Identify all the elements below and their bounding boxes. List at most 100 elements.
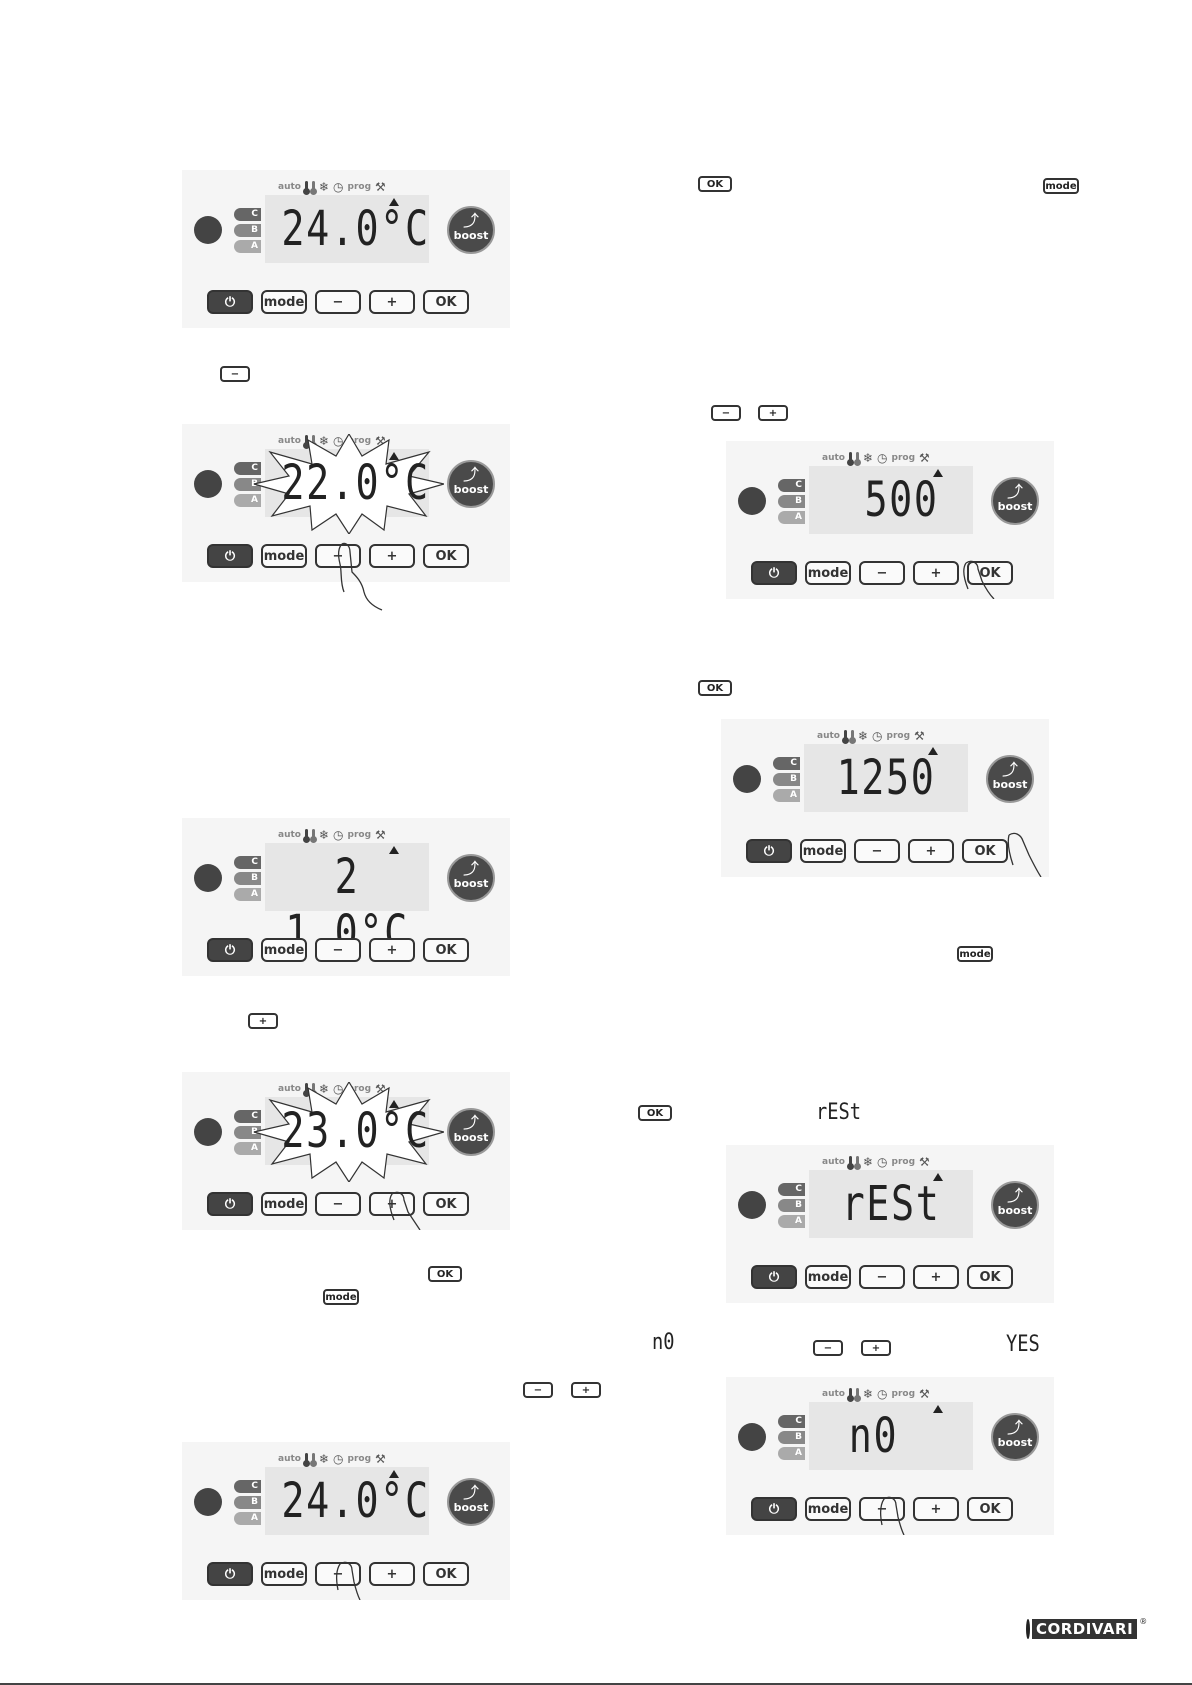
power-button[interactable]: ⏻: [751, 1497, 797, 1521]
boost-button[interactable]: ⤴ boost: [447, 206, 495, 254]
power-button[interactable]: ⏻: [751, 561, 797, 585]
zone-c: C: [234, 1480, 261, 1493]
boost-button[interactable]: ⤴ boost: [991, 1181, 1039, 1229]
power-icon: ⏻: [763, 843, 775, 859]
zone-b: B: [234, 872, 261, 885]
clock-icon: ◷: [877, 1387, 888, 1401]
zone-indicator: C B A: [234, 1480, 264, 1528]
boost-arrow-icon: ⤴: [1006, 1418, 1023, 1437]
power-button[interactable]: ⏻: [207, 544, 253, 568]
plus-button[interactable]: +: [369, 938, 415, 962]
thermometer-icon: [841, 730, 849, 744]
display-value: 23.0°C: [281, 1103, 430, 1159]
boost-button[interactable]: ⤴ boost: [986, 755, 1034, 803]
mode-button[interactable]: mode: [261, 938, 307, 962]
mode-button[interactable]: mode: [261, 290, 307, 314]
prog-label: prog: [891, 453, 916, 463]
power-button[interactable]: ⏻: [207, 1562, 253, 1586]
mode-button[interactable]: mode: [800, 839, 846, 863]
inline-plus-key: +: [571, 1382, 601, 1398]
boost-label: boost: [997, 1204, 1033, 1217]
inline-minus-key: −: [711, 405, 741, 421]
power-button[interactable]: ⏻: [207, 1192, 253, 1216]
boost-button[interactable]: ⤴ boost: [447, 854, 495, 902]
ok-button[interactable]: OK: [423, 1562, 469, 1586]
minus-button[interactable]: −: [315, 938, 361, 962]
indicator-arrow-icon: [933, 469, 943, 477]
plus-button[interactable]: +: [913, 1265, 959, 1289]
power-button[interactable]: ⏻: [207, 290, 253, 314]
mode-button[interactable]: mode: [805, 561, 851, 585]
zone-a: A: [778, 1447, 805, 1460]
ok-button[interactable]: OK: [423, 290, 469, 314]
thermometer-eco-icon: [309, 1453, 317, 1467]
mode-button[interactable]: mode: [805, 1265, 851, 1289]
plus-button[interactable]: +: [913, 561, 959, 585]
minus-button[interactable]: −: [315, 290, 361, 314]
snowflake-icon: ❄: [318, 828, 330, 842]
boost-button[interactable]: ⤴ boost: [991, 1413, 1039, 1461]
minus-button[interactable]: −: [315, 1192, 361, 1216]
power-icon: ⏻: [768, 1501, 780, 1517]
ok-button[interactable]: OK: [967, 1265, 1013, 1289]
indicator-dot: [194, 470, 222, 498]
auto-label: auto: [278, 1084, 301, 1094]
plus-button[interactable]: +: [369, 1562, 415, 1586]
boost-button[interactable]: ⤴ boost: [447, 1108, 495, 1156]
pressing-hand-icon: [963, 560, 995, 599]
control-panel-6: auto ❄ ◷ prog ⚒ C B A 500 ⤴ boost ⏻ mode…: [726, 441, 1054, 599]
minus-button[interactable]: −: [315, 544, 361, 568]
button-row: ⏻ mode − + OK: [207, 938, 469, 962]
wrench-icon: ⚒: [375, 828, 386, 842]
minus-button[interactable]: −: [854, 839, 900, 863]
minus-button[interactable]: −: [859, 1265, 905, 1289]
zone-a: A: [778, 1215, 805, 1228]
boost-button[interactable]: ⤴ boost: [447, 1478, 495, 1526]
inline-ok-key: OK: [638, 1105, 672, 1121]
ok-button[interactable]: OK: [423, 938, 469, 962]
control-panel-9: auto ❄ ◷ prog ⚒ C B A n0 ⤴ boost ⏻ mode …: [726, 1377, 1054, 1535]
page-bottom-rule: [0, 1683, 1192, 1685]
ok-button[interactable]: OK: [423, 1192, 469, 1216]
status-icons: auto ❄ ◷ prog ⚒: [817, 728, 977, 744]
indicator-arrow-icon: [928, 747, 938, 755]
minus-button[interactable]: −: [859, 561, 905, 585]
power-button[interactable]: ⏻: [207, 938, 253, 962]
boost-arrow-icon: ⤴: [462, 1113, 479, 1132]
button-row: ⏻ mode − + OK: [751, 1265, 1013, 1289]
status-icons: auto ❄ ◷ prog ⚒: [822, 1154, 982, 1170]
inline-mode-key: mode: [323, 1289, 359, 1305]
mode-button[interactable]: mode: [261, 1562, 307, 1586]
plus-button[interactable]: +: [369, 290, 415, 314]
ok-button[interactable]: OK: [967, 1497, 1013, 1521]
boost-button[interactable]: ⤴ boost: [991, 477, 1039, 525]
power-button[interactable]: ⏻: [751, 1265, 797, 1289]
ok-button[interactable]: OK: [423, 544, 469, 568]
power-button[interactable]: ⏻: [746, 839, 792, 863]
boost-button[interactable]: ⤴ boost: [447, 460, 495, 508]
thermometer-eco-icon: [848, 730, 856, 744]
zone-indicator: C B A: [234, 856, 264, 904]
plus-button[interactable]: +: [913, 1497, 959, 1521]
mode-button[interactable]: mode: [261, 1192, 307, 1216]
plus-button[interactable]: +: [908, 839, 954, 863]
prog-label: prog: [886, 731, 911, 741]
snowflake-icon: ❄: [318, 1452, 330, 1466]
mode-button[interactable]: mode: [261, 544, 307, 568]
ok-button[interactable]: OK: [967, 561, 1013, 585]
auto-label: auto: [278, 436, 301, 446]
control-panel-3: auto ❄ ◷ prog ⚒ C B A 2 1.0°C ⤴ boost ⏻ …: [182, 818, 510, 976]
minus-button[interactable]: −: [315, 1562, 361, 1586]
ok-button[interactable]: OK: [962, 839, 1008, 863]
display-value: 24.0°C: [281, 1473, 430, 1529]
zone-indicator: C B A: [234, 1110, 264, 1158]
minus-button[interactable]: −: [859, 1497, 905, 1521]
wrench-icon: ⚒: [919, 1155, 930, 1169]
plus-button[interactable]: +: [369, 544, 415, 568]
boost-arrow-icon: ⤴: [1006, 1186, 1023, 1205]
power-icon: ⏻: [768, 1269, 780, 1285]
zone-indicator: C B A: [778, 479, 808, 527]
display-value: 22.0°C: [281, 455, 430, 511]
wrench-icon: ⚒: [914, 729, 925, 743]
mode-button[interactable]: mode: [805, 1497, 851, 1521]
